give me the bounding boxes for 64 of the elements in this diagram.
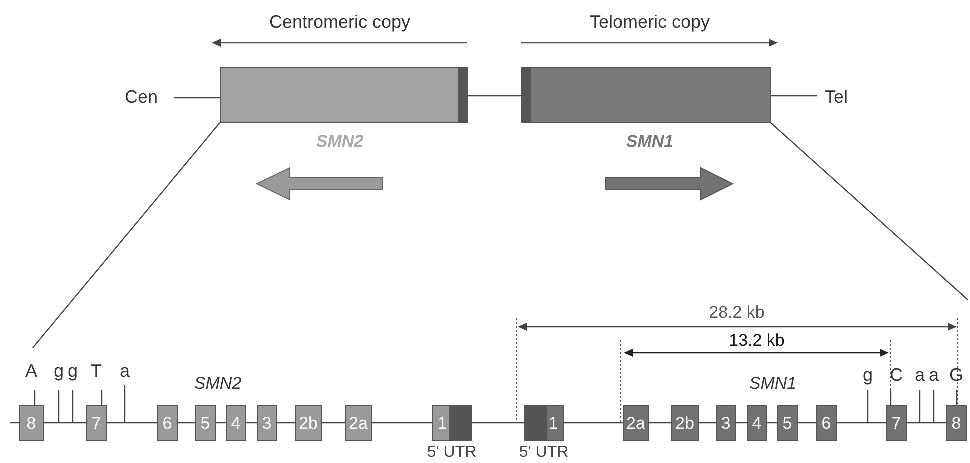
- dimension-label: 28.2 kb: [709, 304, 765, 321]
- exon-box: 3: [257, 405, 277, 441]
- exon-box: 4: [747, 405, 767, 441]
- dimension-label: 13.2 kb: [729, 332, 785, 349]
- connector-line: [472, 422, 524, 424]
- gene-name: SMN2: [316, 133, 364, 150]
- exon-box: 5: [195, 405, 216, 441]
- connector-line: [649, 422, 671, 424]
- zoom-line: [770, 122, 968, 300]
- copy-label: Centromeric copy: [269, 13, 411, 31]
- variant-label: a: [120, 362, 130, 380]
- exon-box: 5: [777, 405, 798, 441]
- exon-box: 2a: [623, 405, 649, 441]
- exon-box: 1: [524, 405, 564, 441]
- connector-line: [907, 422, 946, 424]
- exon-box: 2a: [345, 405, 372, 441]
- connector-line: [699, 422, 716, 424]
- variant-label: a: [915, 366, 925, 384]
- exon-box: 1: [432, 405, 472, 441]
- variant-label: G: [950, 366, 964, 384]
- connector-line: [44, 422, 86, 424]
- exon-box: 2b: [671, 405, 699, 441]
- connector-line: [798, 422, 816, 424]
- end-label: Cen: [125, 88, 158, 106]
- variant-label: g: [68, 362, 78, 380]
- exon-box: 8: [19, 405, 44, 441]
- utr-label: 5' UTR: [427, 445, 477, 461]
- exon-box: 6: [157, 405, 178, 441]
- connector-line: [216, 422, 226, 424]
- variant-label: g: [54, 362, 64, 380]
- connector-line: [277, 422, 295, 424]
- connector-line: [837, 422, 886, 424]
- gene-label: SMN2: [194, 375, 242, 392]
- variant-label: A: [26, 362, 38, 380]
- gene-name: SMN1: [626, 133, 674, 150]
- connector-line: [246, 422, 257, 424]
- zoom-line: [32, 122, 220, 348]
- connector-line: [372, 422, 432, 424]
- gene-box: [521, 67, 771, 123]
- connector-line: [767, 422, 777, 424]
- variant-label: g: [863, 366, 873, 384]
- exon-box: 7: [886, 405, 907, 441]
- utr-label: 5' UTR: [519, 445, 569, 461]
- copy-label: Telomeric copy: [590, 13, 710, 31]
- exon-box: 7: [86, 405, 107, 441]
- connector-line: [178, 422, 195, 424]
- exon-box: 3: [716, 405, 736, 441]
- exon-box: 2b: [295, 405, 322, 441]
- end-label: Tel: [825, 88, 848, 106]
- connector-line: [107, 422, 157, 424]
- gene-box: [220, 67, 468, 123]
- exon-box: 4: [226, 405, 246, 441]
- connector-line: [468, 95, 521, 97]
- connector-line: [564, 422, 623, 424]
- exon-box: 6: [816, 405, 837, 441]
- variant-label: T: [91, 362, 102, 380]
- variant-label: C: [890, 366, 903, 384]
- connector-line: [174, 97, 220, 99]
- connector-line: [771, 95, 817, 97]
- connector-line: [322, 422, 345, 424]
- connector-line: [736, 422, 747, 424]
- exon-box: 8: [946, 405, 967, 441]
- gene-label: SMN1: [749, 375, 797, 392]
- variant-label: a: [929, 366, 939, 384]
